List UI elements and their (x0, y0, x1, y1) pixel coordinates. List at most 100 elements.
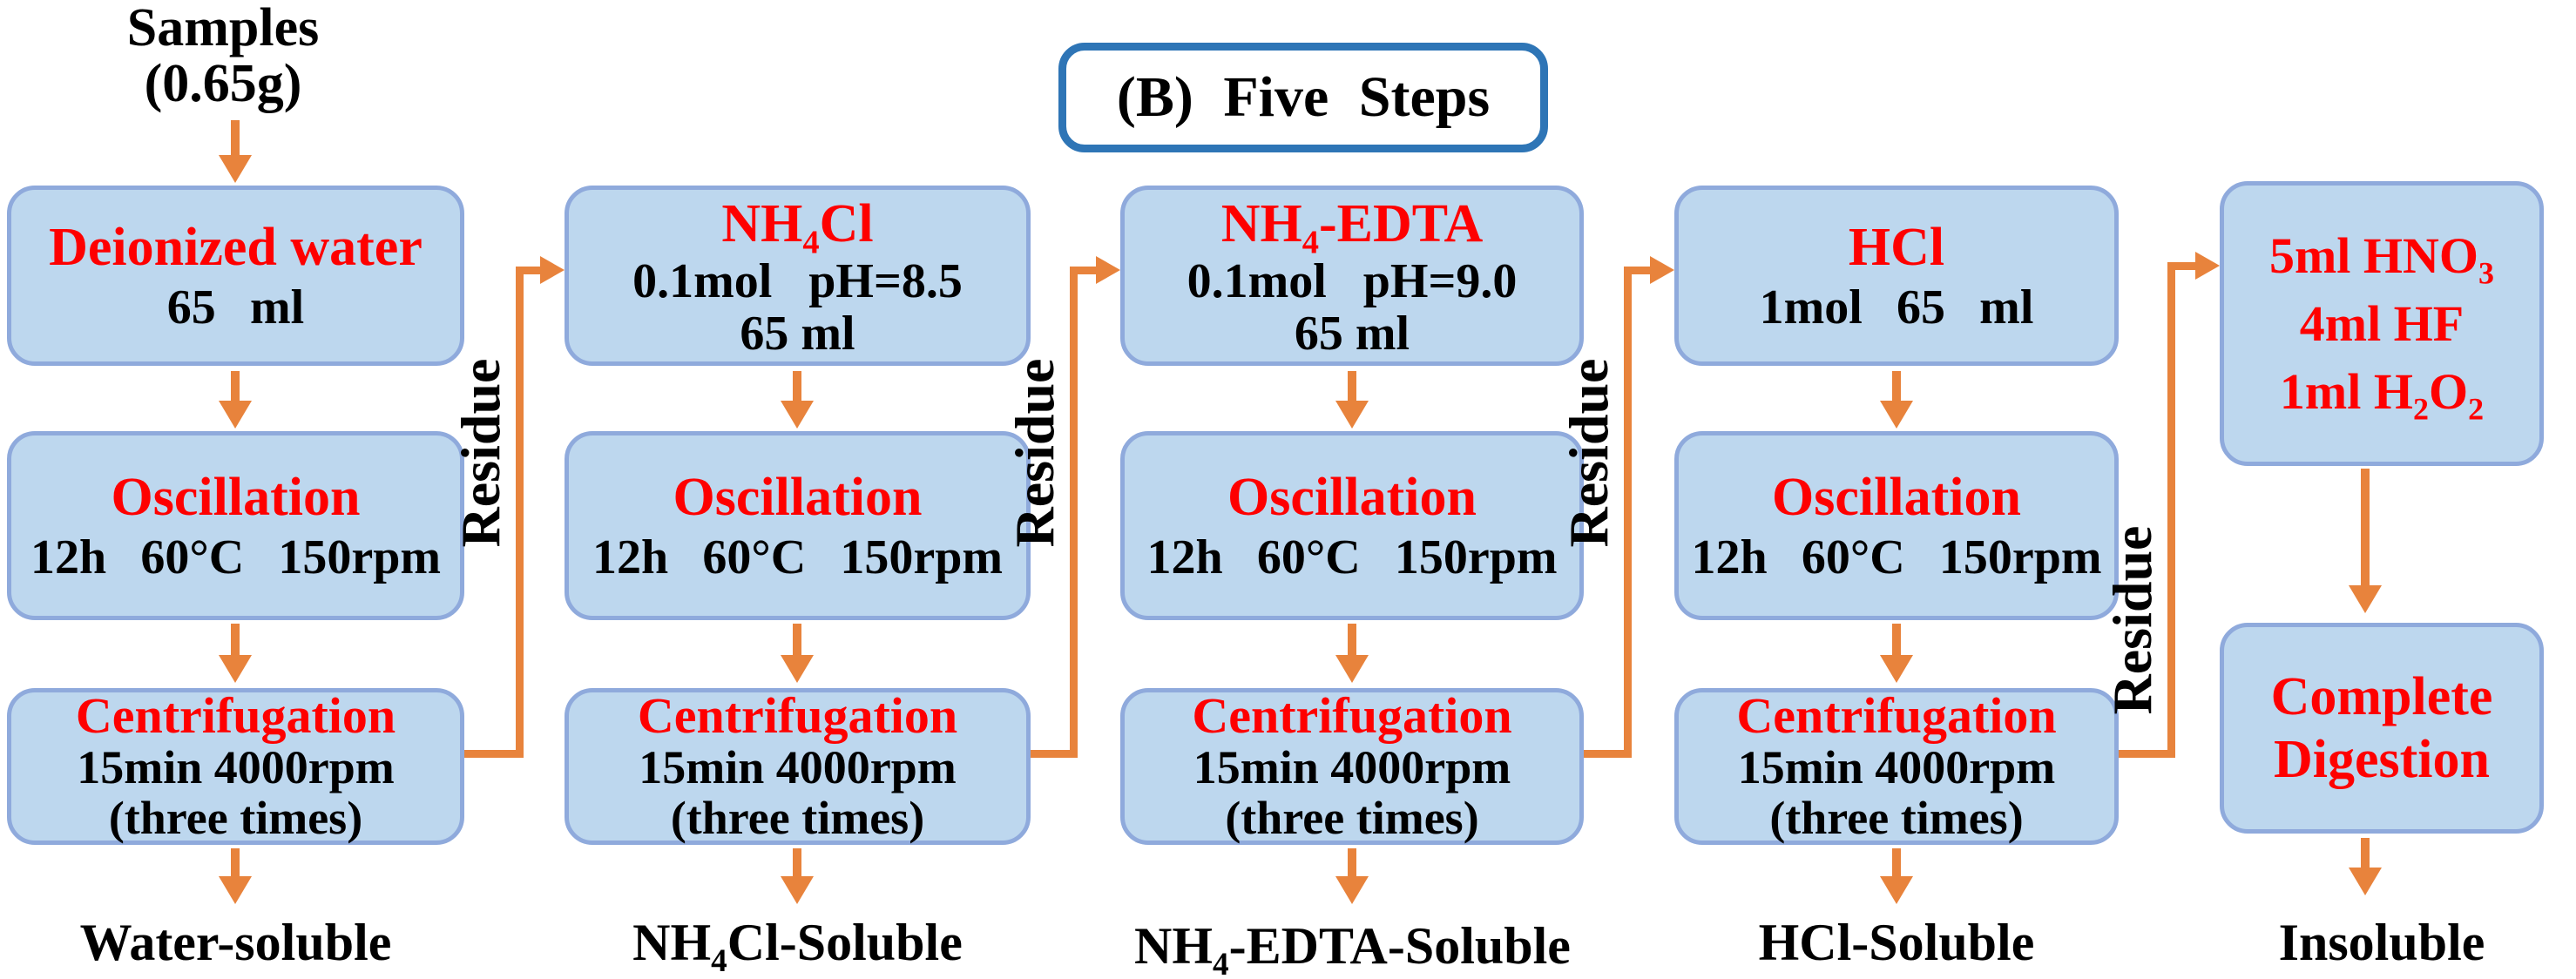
residue-line-vertical (516, 267, 524, 758)
complete-digestion-box: Complete Digestion (2220, 623, 2544, 834)
samples-line2: (0.65g) (144, 54, 302, 113)
residue-line-bottom (1584, 750, 1632, 758)
nh4cl-box: NH4Cl 0.1mol pH=8.5 65 ml (565, 186, 1031, 366)
reagent-conc: 0.1mol pH=8.5 (632, 253, 963, 308)
reagent-conc: 1mol 65 ml (1759, 280, 2034, 334)
centrifugation-repeat: (three times) (670, 792, 925, 844)
residue-arrow-head-icon (2195, 252, 2220, 280)
arrow-line (2361, 838, 2370, 869)
oscillation-title: Oscillation (1772, 467, 2021, 527)
centrifugation-title: Centrifugation (1736, 687, 2057, 744)
residue-line-bottom (2119, 750, 2175, 758)
samples-arrow-line (231, 120, 240, 159)
residue-line-top (1632, 267, 1652, 274)
centrifugation-params: 15min 4000rpm (1737, 741, 2056, 793)
centrifugation-box-4: Centrifugation 15min 4000rpm (three time… (1674, 688, 2119, 845)
arrow-head-icon (219, 876, 252, 904)
arrow-head-icon (781, 401, 814, 429)
residue-arrow-head-icon (1096, 256, 1120, 284)
title-box: (B) Five Steps (1058, 43, 1548, 152)
reagent-volume: 65 ml (1294, 306, 1410, 361)
residue-line-bottom (464, 750, 524, 758)
arrow-line (793, 624, 801, 658)
output-label-insoluble: Insoluble (2278, 914, 2485, 971)
arrow-line (793, 371, 801, 404)
centrifugation-box-3: Centrifugation 15min 4000rpm (three time… (1120, 688, 1584, 845)
arrow-line (2361, 469, 2370, 589)
deionized-water-box: Deionized water 65 ml (7, 186, 464, 366)
centrifugation-repeat: (three times) (1225, 792, 1479, 844)
output-label-nh4-edta-soluble: NH4-EDTA-Soluble (1134, 917, 1571, 979)
oscillation-params: 12h 60°C 150rpm (1691, 530, 2102, 584)
arrow-line (1348, 848, 1356, 878)
arrow-head-icon (2349, 868, 2382, 895)
residue-label-4: Residue (2101, 525, 2163, 715)
centrifugation-box-2: Centrifugation 15min 4000rpm (three time… (565, 688, 1031, 845)
reagent-name: NH4-EDTA (1220, 193, 1484, 260)
centrifugation-repeat: (three times) (1769, 792, 2024, 844)
residue-line-top (2175, 262, 2197, 270)
residue-line-top (1078, 267, 1098, 274)
centrifugation-title: Centrifugation (75, 687, 396, 744)
centrifugation-repeat: (three times) (108, 792, 363, 844)
acid-line-2: 4ml HF (2299, 294, 2464, 352)
residue-label-2: Residue (1004, 358, 1065, 548)
digestion-acids-box: 5ml HNO3 4ml HF 1ml H2O2 (2220, 181, 2544, 466)
reagent-name: HCl (1848, 217, 1945, 277)
output-label-water-soluble: Water-soluble (79, 914, 392, 971)
arrow-head-icon (219, 401, 252, 429)
diagram-title: (B) Five Steps (1116, 65, 1491, 129)
reagent-name: NH4Cl (721, 193, 874, 260)
oscillation-params: 12h 60°C 150rpm (30, 530, 442, 584)
samples-arrow-head-icon (219, 155, 252, 183)
samples-line1: Samples (126, 0, 320, 57)
residue-line-bottom (1031, 750, 1078, 758)
arrow-line (231, 848, 240, 878)
oscillation-box-3: Oscillation 12h 60°C 150rpm (1120, 431, 1584, 620)
centrifugation-title: Centrifugation (1192, 687, 1512, 744)
acid-line-1: 5ml HNO3 (2268, 226, 2495, 291)
output-label-hcl-soluble: HCl-Soluble (1758, 914, 2035, 971)
nh4-edta-box: NH4-EDTA 0.1mol pH=9.0 65 ml (1120, 186, 1584, 366)
output-label-nh4cl-soluble: NH4Cl-Soluble (632, 914, 963, 979)
hcl-box: HCl 1mol 65 ml (1674, 186, 2119, 366)
oscillation-title: Oscillation (673, 467, 923, 527)
centrifugation-params: 15min 4000rpm (639, 741, 957, 793)
arrow-head-icon (2349, 585, 2382, 613)
residue-label-1: Residue (450, 358, 511, 548)
oscillation-box-4: Oscillation 12h 60°C 150rpm (1674, 431, 2119, 620)
oscillation-params: 12h 60°C 150rpm (1146, 530, 1558, 584)
residue-line-vertical (1070, 267, 1078, 758)
arrow-head-icon (781, 876, 814, 904)
residue-line-vertical (2167, 262, 2175, 758)
residue-arrow-head-icon (540, 256, 565, 284)
residue-label-3: Residue (1558, 358, 1619, 548)
arrow-head-icon (1335, 401, 1369, 429)
residue-line-vertical (1624, 267, 1632, 758)
arrow-head-icon (781, 655, 814, 683)
arrow-head-icon (219, 655, 252, 683)
residue-line-top (524, 267, 542, 274)
oscillation-params: 12h 60°C 150rpm (592, 530, 1004, 584)
arrow-head-icon (1335, 876, 1369, 904)
arrow-line (1892, 848, 1901, 878)
centrifugation-title: Centrifugation (637, 687, 958, 744)
arrow-head-icon (1880, 655, 1913, 683)
oscillation-box-2: Oscillation 12h 60°C 150rpm (565, 431, 1031, 620)
reagent-volume: 65 ml (166, 280, 305, 334)
oscillation-title: Oscillation (1227, 467, 1477, 527)
acid-line-3: 1ml H2O2 (2279, 362, 2485, 427)
arrow-head-icon (1880, 876, 1913, 904)
arrow-line (1892, 624, 1901, 658)
reagent-conc: 0.1mol pH=9.0 (1187, 253, 1518, 308)
arrow-head-icon (1335, 655, 1369, 683)
arrow-line (793, 848, 801, 878)
arrow-line (1348, 624, 1356, 658)
arrow-line (231, 371, 240, 404)
arrow-head-icon (1880, 401, 1913, 429)
arrow-line (1348, 371, 1356, 404)
reagent-volume: 65 ml (740, 306, 855, 361)
reagent-name: Deionized water (49, 217, 423, 277)
residue-arrow-head-icon (1650, 256, 1674, 284)
